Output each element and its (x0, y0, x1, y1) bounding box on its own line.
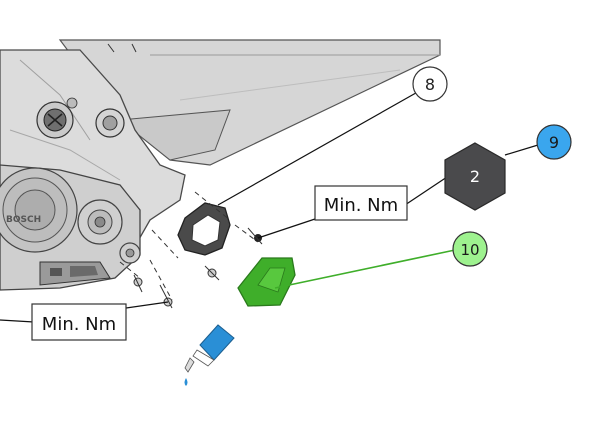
torque-label-right: Min. Nm (314, 185, 408, 221)
bike-frame: BOSCH (0, 39, 441, 291)
torque-label-left: Min. Nm (31, 303, 127, 341)
highlighted-cover-part (237, 257, 296, 307)
leader-lines (0, 84, 539, 323)
callout-10: 10 (452, 231, 488, 267)
assembly-axis-lines (119, 191, 259, 301)
pivot-screw-icon (133, 274, 143, 293)
hex-key-size-badge: 2 (444, 142, 506, 211)
hex-key-size-label: 2 (470, 167, 480, 186)
torque-label-left-text: Min. Nm (42, 314, 116, 335)
mount-bracket-part (177, 202, 231, 256)
motor-brand-label: BOSCH (6, 215, 41, 225)
callout-9: 9 (536, 124, 572, 160)
bracket-screw-icon (204, 265, 220, 281)
callout-9-label: 9 (549, 133, 559, 152)
callout-10-label: 10 (460, 241, 479, 259)
motor-connector-icon (36, 101, 74, 139)
callout-8: 8 (412, 66, 448, 102)
callout-8-label: 8 (425, 75, 435, 94)
cut-lines (107, 43, 137, 53)
torque-label-right-text: Min. Nm (324, 195, 398, 216)
threadlock-bottle-icon (184, 324, 235, 386)
cover-screw-icon (159, 284, 173, 309)
